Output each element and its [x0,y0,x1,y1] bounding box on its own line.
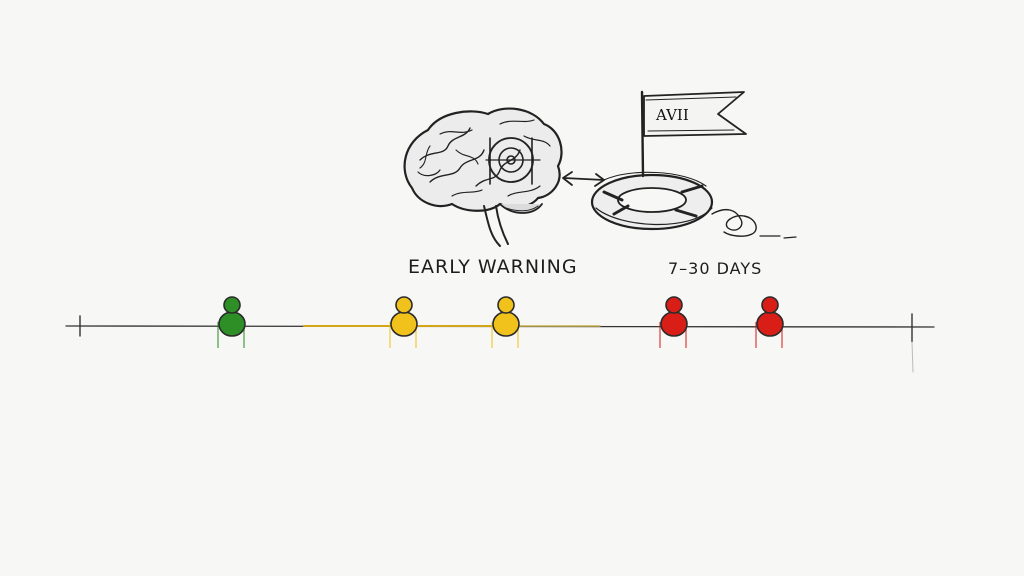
time-window-label: 7–30 DAYS [668,259,763,278]
person-marker-icon [659,296,688,348]
person-marker-icon [491,296,520,348]
person-marker-icon [389,296,418,348]
double-arrow-icon [562,171,605,187]
flag-icon [640,90,747,178]
timeline-markers [217,296,784,348]
person-marker-icon [755,296,784,348]
early-warning-label: EARLY WARNING [408,256,578,278]
life-ring-icon [590,171,797,239]
target-icon [485,137,541,185]
brain-icon [403,107,563,247]
person-marker-icon [217,296,246,348]
flag-label: AVII [656,106,689,124]
